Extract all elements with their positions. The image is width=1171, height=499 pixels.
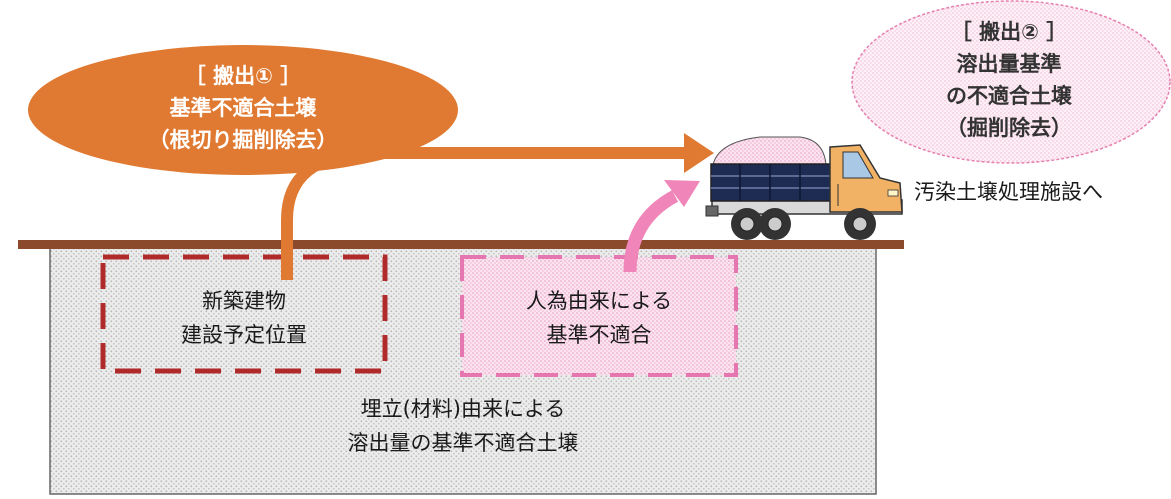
destination-label: 汚染土壌処理施設へ bbox=[914, 180, 1103, 204]
human-origin-line2: 基準不適合 bbox=[546, 323, 652, 347]
export1-desc: 基準不適合土壌 bbox=[169, 96, 317, 120]
landfill-line2: 溶出量の基準不適合土壌 bbox=[347, 431, 579, 455]
export1-method: （根切り掘削除去） bbox=[148, 128, 338, 152]
export1-label: ［ 搬出① ］ 基準不適合土壌 （根切り掘削除去） bbox=[28, 60, 458, 156]
export2-desc1: 溶出量基準 bbox=[956, 52, 1062, 76]
dump-truck-icon bbox=[705, 136, 903, 240]
export2-label: ［ 搬出② ］ 溶出量基準 の不適合土壌 （掘削除去） bbox=[848, 16, 1170, 144]
export2-title: ［ 搬出② ］ bbox=[950, 20, 1068, 44]
human-origin-zone bbox=[460, 255, 738, 377]
export2-bubble bbox=[851, 0, 1171, 164]
new-building-line2: 建設予定位置 bbox=[181, 323, 307, 347]
export2-arrowhead bbox=[664, 180, 700, 207]
human-origin-line1: 人為由来による bbox=[525, 289, 673, 313]
export1-title: ［ 搬出① ］ bbox=[184, 64, 302, 88]
export2-arrow bbox=[623, 190, 679, 273]
ground-surface-line bbox=[18, 240, 904, 249]
export2-desc2: の不適合土壌 bbox=[946, 84, 1072, 108]
export2-method: （掘削除去） bbox=[946, 116, 1072, 140]
new-building-label: 新築建物 建設予定位置 bbox=[103, 284, 385, 352]
human-origin-label: 人為由来による 基準不適合 bbox=[462, 284, 736, 352]
landfill-line1: 埋立(材料)由来による bbox=[360, 397, 566, 421]
new-building-zone bbox=[100, 254, 388, 374]
export1-bubble bbox=[28, 45, 458, 175]
landfill-label: 埋立(材料)由来による 溶出量の基準不適合土壌 bbox=[50, 392, 876, 460]
new-building-line1: 新築建物 bbox=[202, 289, 286, 313]
export1-arrowhead bbox=[684, 133, 714, 173]
